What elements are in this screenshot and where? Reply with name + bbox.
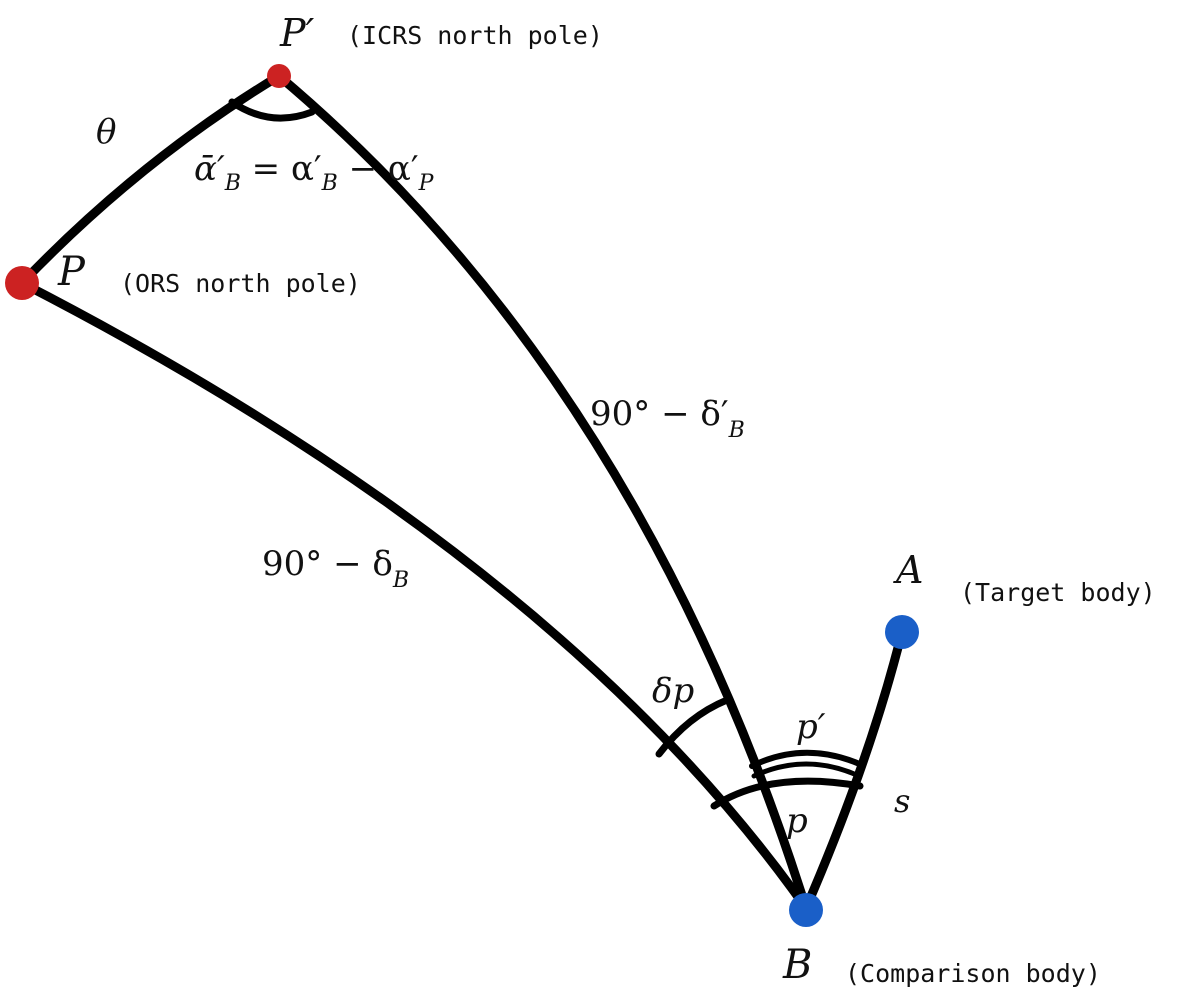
note-ors-north-pole: (ORS north pole)	[120, 269, 361, 298]
note-icrs-north-pole: (ICRS north pole)	[347, 21, 603, 50]
point-b-dot	[789, 893, 823, 927]
label-theta: θ	[96, 112, 116, 152]
point-p-prime-dot	[267, 64, 291, 88]
angle-arc-alpha	[228, 98, 316, 122]
arc-p-b	[17, 278, 811, 913]
label-codec-prime: 90° − δ′B	[590, 394, 745, 443]
arc-b-a	[801, 627, 907, 913]
label-codec: 90° − δB	[262, 544, 409, 593]
arc-p-pprime	[17, 71, 284, 288]
label-p-prime: P′	[279, 11, 315, 55]
label-p: P	[57, 249, 86, 295]
angle-arc-p-prime-inner	[751, 761, 862, 779]
angle-arc-p-prime-outer	[749, 749, 865, 769]
note-comparison-body: (Comparison body)	[845, 959, 1101, 988]
label-b: B	[782, 942, 812, 988]
label-p-prime-angle: p′	[796, 707, 826, 747]
label-s: s	[894, 782, 910, 820]
point-a-dot	[885, 615, 919, 649]
label-alpha-relation: ᾱ′B = α′B − α′P	[194, 149, 435, 196]
label-delta-p: δp	[652, 671, 694, 711]
angle-arc-p	[710, 777, 864, 810]
arc-pprime-b	[274, 71, 811, 913]
note-target-body: (Target body)	[960, 578, 1156, 607]
angle-arc-delta-p	[655, 696, 731, 758]
point-p-dot	[5, 266, 39, 300]
label-a: A	[893, 548, 923, 592]
label-p-angle: p	[786, 801, 808, 841]
